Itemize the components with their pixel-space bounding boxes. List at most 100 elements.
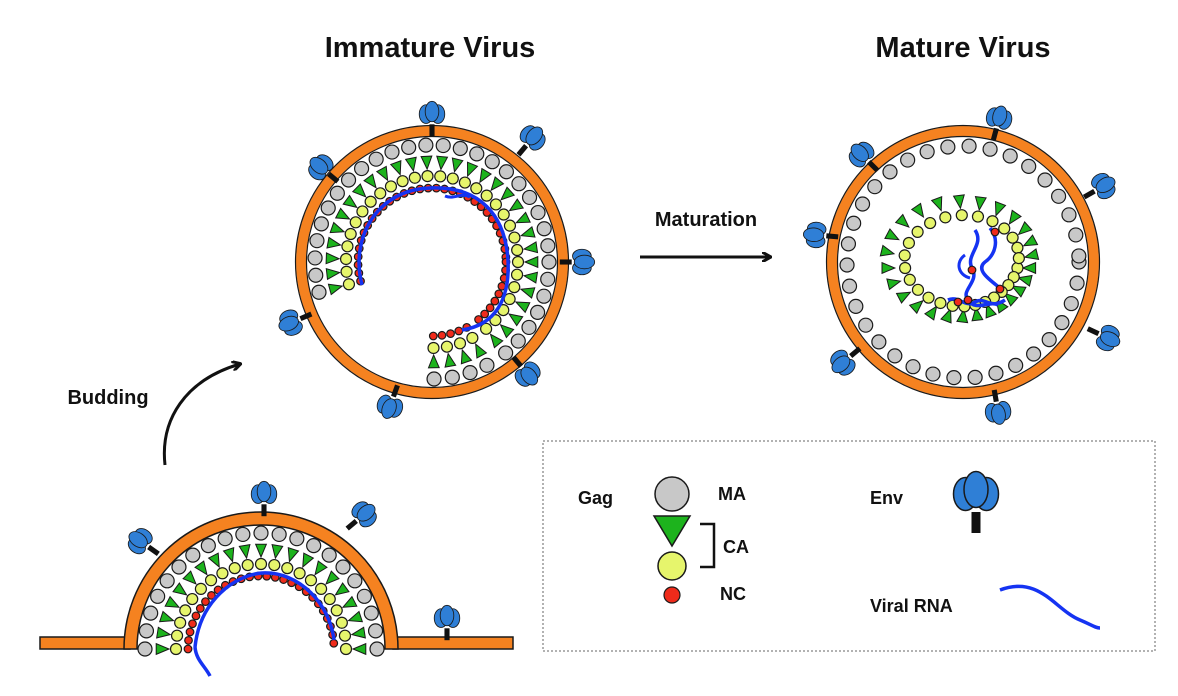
- ca-protein: [930, 195, 943, 212]
- ma-protein: [919, 144, 935, 160]
- ca-protein: [499, 323, 515, 339]
- ma-protein: [452, 140, 468, 157]
- ma-protein: [253, 525, 269, 541]
- nc-ring-protein: [330, 604, 343, 617]
- maturation-label: Maturation: [655, 209, 757, 231]
- nc-ring-protein: [922, 291, 935, 304]
- legend-ca-bracket: [700, 522, 716, 569]
- ca-protein: [350, 626, 366, 639]
- nc-ring-protein: [489, 198, 503, 211]
- nc-ring-protein: [408, 171, 421, 184]
- immature-env-proteins: [278, 100, 596, 419]
- nc-ring-protein: [179, 604, 192, 617]
- nc-protein: [446, 329, 455, 339]
- legend-ma-symbol: [654, 476, 690, 512]
- ma-protein: [484, 154, 500, 170]
- nc-protein: [191, 611, 201, 621]
- ma-protein: [1061, 207, 1077, 223]
- ma-protein: [498, 345, 514, 361]
- ca-protein: [508, 198, 525, 212]
- ca-protein: [940, 307, 952, 324]
- ca-protein: [436, 155, 449, 171]
- nc-ring-protein: [480, 189, 493, 202]
- ca-protein: [329, 221, 346, 234]
- ma-protein: [143, 605, 159, 621]
- ma-protein: [988, 365, 1004, 381]
- legend-ca-label: CA: [723, 537, 749, 557]
- ca-protein: [1023, 248, 1040, 260]
- ca-protein: [389, 160, 402, 176]
- ca-protein: [908, 299, 924, 315]
- immature-virus: [278, 100, 596, 419]
- ma-protein: [171, 559, 187, 575]
- ma-protein: [540, 238, 556, 254]
- ma-protein: [271, 526, 287, 543]
- nc-ring-protein: [497, 208, 510, 221]
- ma-protein: [217, 531, 233, 547]
- budding-env-proteins: [127, 480, 461, 641]
- ma-protein: [235, 526, 251, 543]
- ca-protein: [327, 283, 344, 296]
- nc-protein: [428, 331, 438, 341]
- immature-viral-rna: [357, 186, 510, 332]
- ma-protein: [401, 139, 417, 155]
- nc-protein: [967, 265, 977, 275]
- nc-ring-protein: [194, 582, 207, 595]
- budding-viral-rna: [193, 571, 336, 648]
- nc-ring-protein: [340, 265, 353, 278]
- ma-protein: [311, 284, 327, 300]
- nc-ring-protein: [427, 341, 440, 355]
- ca-protein: [515, 211, 531, 224]
- nc-ring-protein: [335, 616, 348, 629]
- env-protein: [278, 309, 313, 336]
- ca-protein: [460, 348, 473, 365]
- ca-protein: [334, 207, 351, 220]
- nc-ring-protein: [349, 216, 362, 229]
- nc-ring-protein: [228, 562, 241, 575]
- ca-protein: [287, 546, 300, 563]
- ca-protein: [334, 582, 350, 596]
- nc-ring-protein: [986, 215, 999, 228]
- ma-protein: [1021, 158, 1037, 175]
- ma-protein: [541, 254, 557, 270]
- nc-ring-protein: [911, 283, 925, 296]
- ma-protein: [159, 573, 175, 589]
- nc-ring-protein: [174, 616, 187, 629]
- nc-ring-protein: [396, 175, 409, 188]
- ma-protein: [1069, 275, 1085, 291]
- env-protein: [250, 480, 278, 517]
- ca-protein: [952, 194, 965, 210]
- nc-protein: [995, 284, 1005, 294]
- nc-ring-protein: [511, 243, 524, 257]
- env-icon: [952, 470, 1000, 533]
- ca-protein: [155, 642, 171, 656]
- nc-ring-protein: [511, 255, 525, 269]
- ca-protein: [895, 291, 912, 304]
- budding-viral-rna-tail: [193, 646, 212, 677]
- nc-ring-protein: [1012, 252, 1025, 265]
- ca-protein: [207, 552, 220, 569]
- nc-ring-protein: [508, 281, 521, 294]
- ma-protein: [511, 176, 527, 192]
- mature-virus-title: Mature Virus: [875, 32, 1050, 64]
- mature-virus: [803, 105, 1121, 425]
- budding-membrane-arch: [123, 511, 399, 650]
- budding-virus: [39, 480, 514, 677]
- cell-membrane-right: [392, 636, 514, 650]
- ca-protein: [519, 225, 536, 238]
- ma-protein: [1002, 148, 1018, 164]
- legend-env-symbol: [952, 470, 1000, 533]
- legend-box: [542, 440, 1156, 652]
- ca-protein: [351, 642, 367, 656]
- nc-ring-protein: [344, 227, 357, 241]
- mature-ma-layer: [839, 138, 1087, 386]
- nc-ring-protein: [480, 322, 493, 335]
- env-protein: [1082, 172, 1116, 200]
- ma-protein: [521, 189, 538, 206]
- nc-protein: [490, 296, 500, 306]
- nc-protein: [437, 330, 447, 340]
- nc-protein: [184, 636, 193, 645]
- ma-protein: [329, 185, 345, 201]
- ma-protein: [536, 221, 552, 237]
